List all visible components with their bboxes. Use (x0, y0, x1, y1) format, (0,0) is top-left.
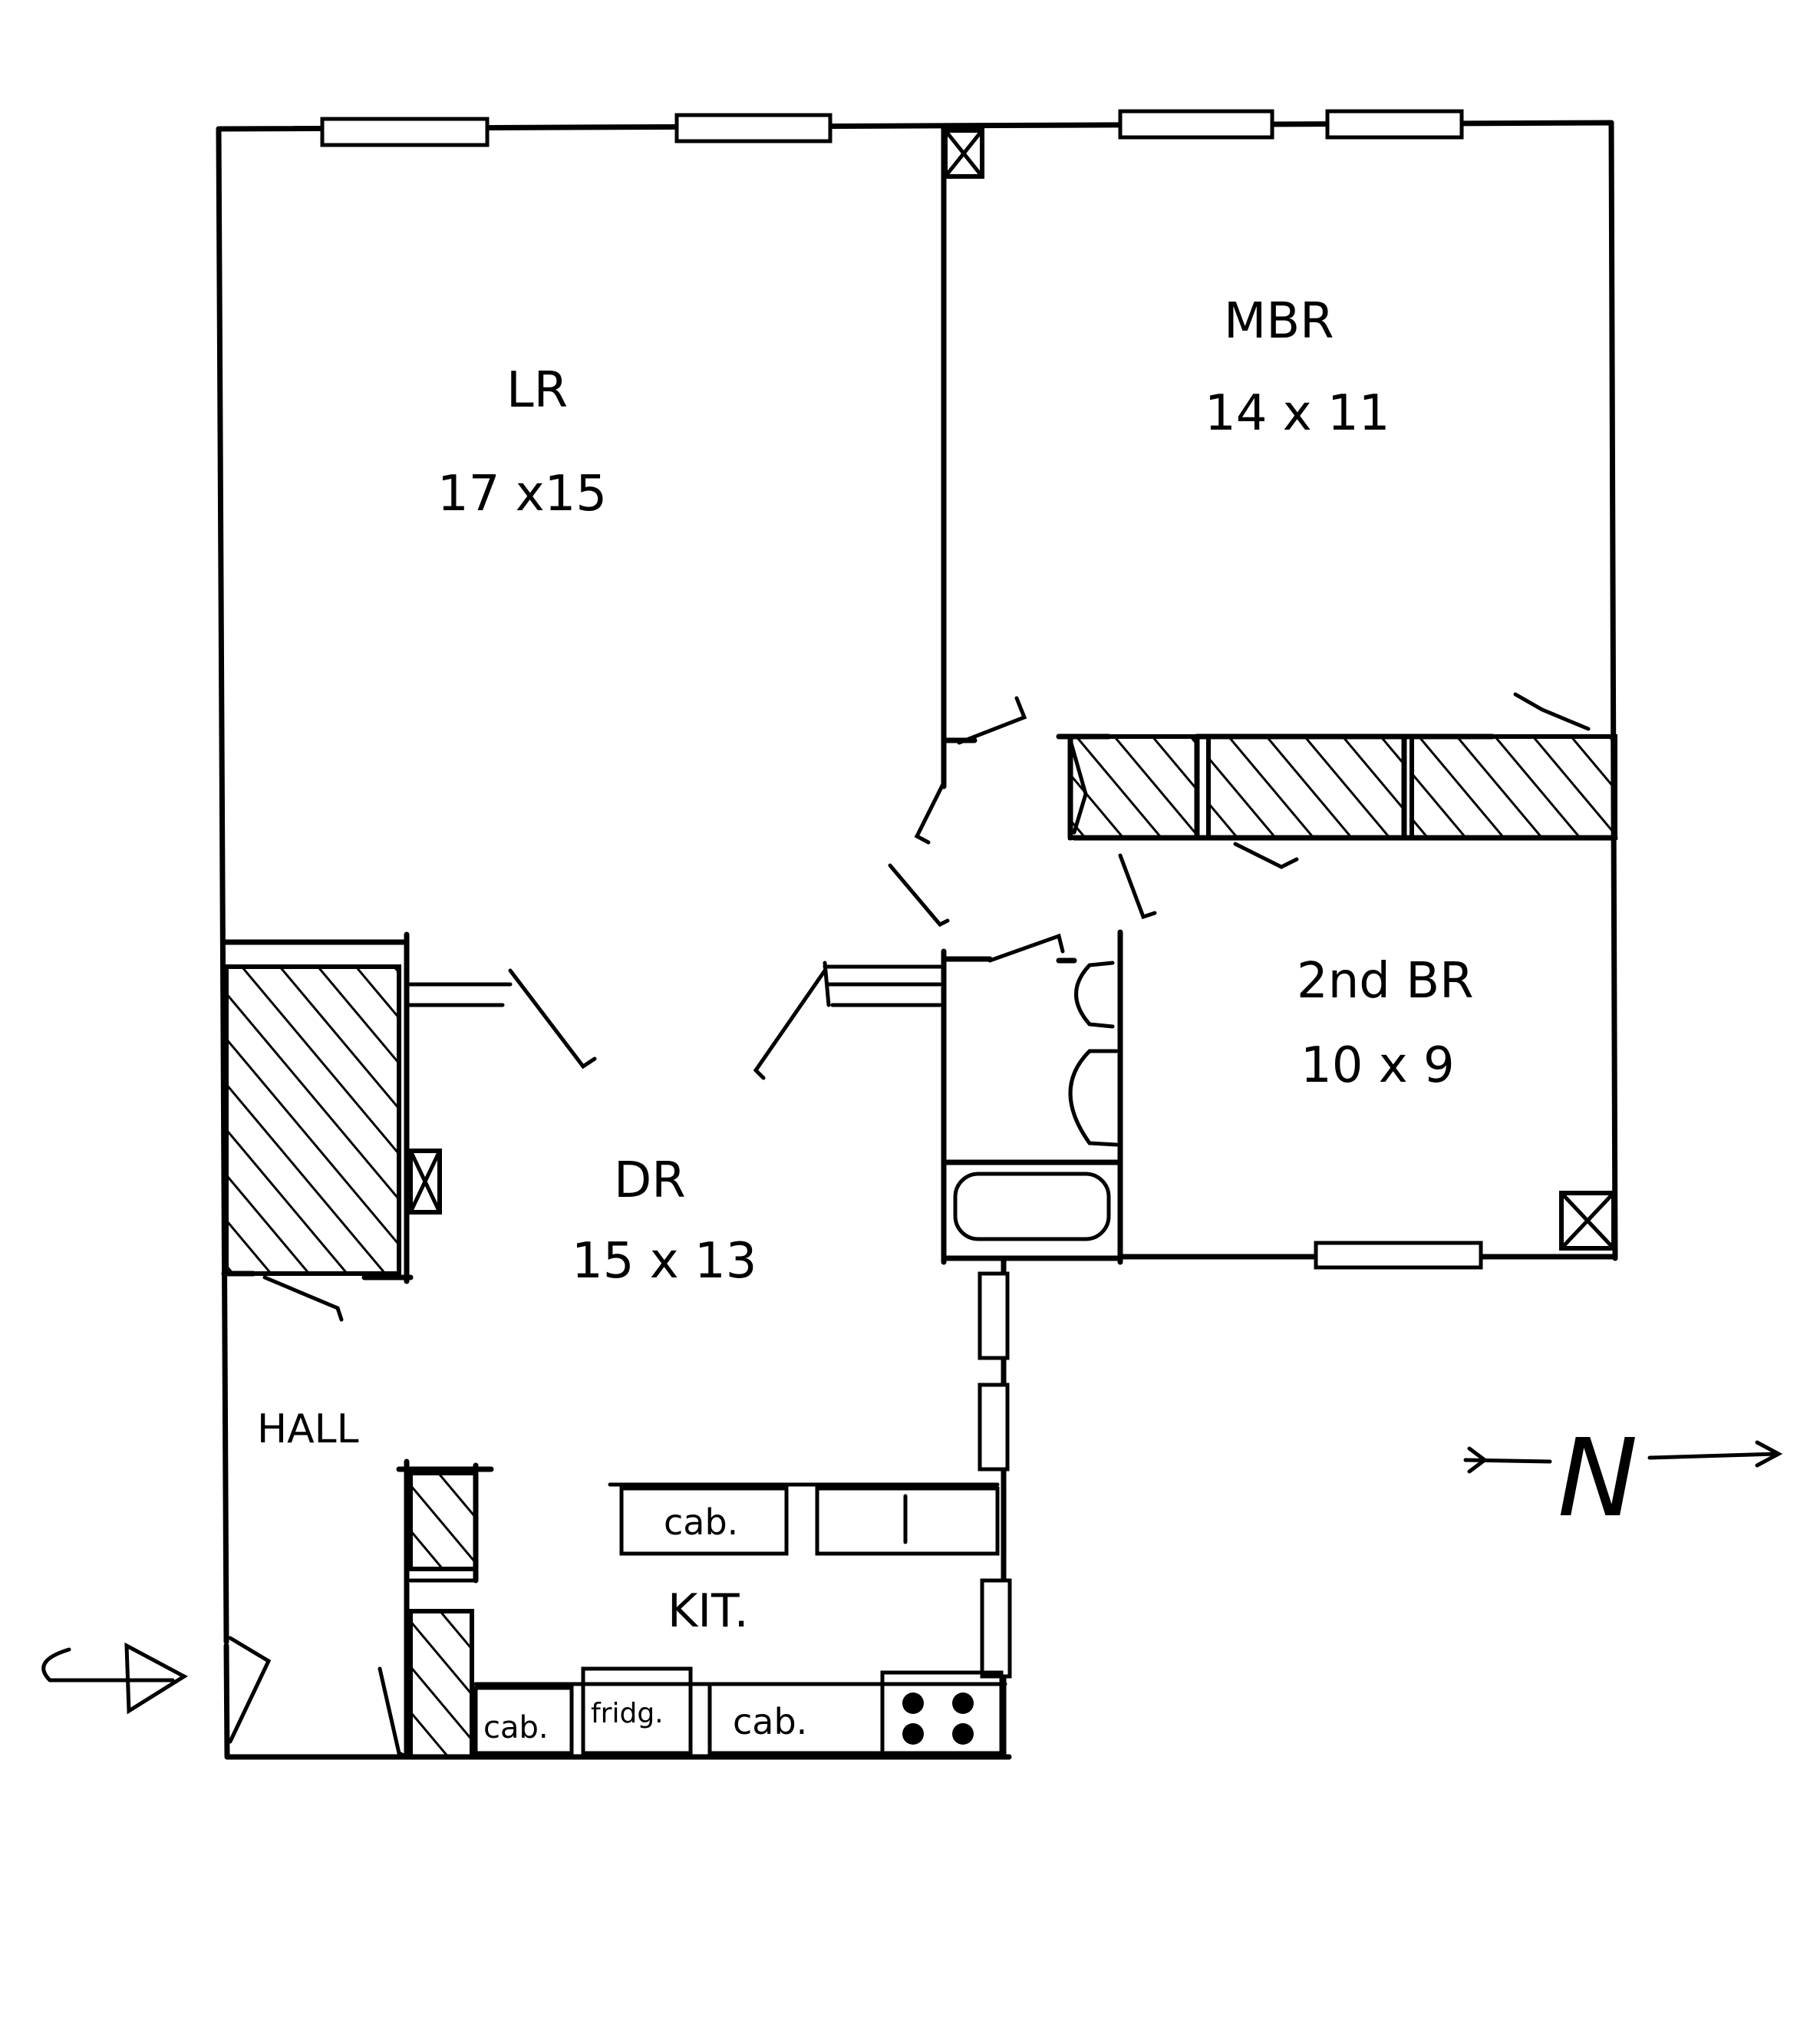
door-swing (987, 933, 1065, 963)
door-swing (508, 968, 597, 1070)
closet-mbr-3 (1410, 734, 1617, 840)
burner (952, 1692, 974, 1714)
room-name-dr: DR (614, 1152, 686, 1209)
interior-walls (221, 124, 1618, 1284)
vent-box (408, 1149, 442, 1215)
door-swing (262, 1275, 344, 1322)
entry-arrow (41, 1642, 188, 1715)
room-name-lr: LR (506, 362, 568, 419)
storage-areas (224, 734, 1617, 1760)
toilet (1068, 1049, 1119, 1147)
room-size-mbr: 14 x 11 (1205, 385, 1390, 442)
closet-hall (224, 964, 401, 1276)
room-labels: LR 17 x15 MBR 14 x 11 2nd BR 10 x 9 DR 1… (257, 293, 1474, 1745)
label-cab-lower-right: cab. (733, 1701, 807, 1742)
burner (952, 1723, 974, 1745)
label-cab-lower-left: cab. (483, 1710, 549, 1745)
room-size-lr: 17 x15 (437, 466, 607, 522)
door-swing (1233, 842, 1299, 869)
room-size-dr: 15 x 13 (572, 1233, 757, 1290)
window (674, 113, 833, 143)
upper-cabinet (619, 1486, 789, 1556)
burner (902, 1692, 924, 1714)
door-swing (888, 863, 950, 928)
window (1325, 109, 1464, 140)
bathroom-fixtures (941, 961, 1123, 1261)
label-cab-upper: cab. (664, 1501, 738, 1543)
room-name-kit: KIT. (668, 1584, 749, 1638)
closet-mbr-2 (1206, 734, 1406, 840)
vent-boxes (408, 128, 1616, 1251)
window (980, 1578, 1012, 1679)
window (320, 117, 490, 147)
pantry-lower (408, 1609, 474, 1759)
upper-counter (815, 1486, 1000, 1556)
door-swing (753, 968, 827, 1080)
lower-cabinet-left (473, 1686, 574, 1755)
bathtub (941, 1160, 1123, 1261)
north-label: N (1558, 1416, 1638, 1541)
stove (880, 1670, 1004, 1755)
door-swing (1068, 738, 1088, 835)
pantry-upper (408, 1471, 478, 1571)
door-swing (1513, 692, 1591, 731)
room-name-2nd-br: 2nd BR (1297, 953, 1474, 1010)
door-swing (914, 780, 946, 845)
north-arrow: N (1463, 1416, 1783, 1541)
door-swing (228, 1636, 272, 1744)
door-swing (378, 1666, 409, 1759)
burner (902, 1723, 924, 1745)
doors (228, 692, 1591, 1759)
windows (320, 109, 1483, 1679)
door-swing (957, 696, 1027, 745)
vent-box (1559, 1191, 1616, 1251)
window (1314, 1241, 1483, 1270)
window (978, 1271, 1010, 1360)
room-size-2nd-br: 10 x 9 (1301, 1037, 1455, 1094)
vent-box (943, 128, 984, 179)
room-name-mbr: MBR (1224, 293, 1334, 350)
fridge (581, 1666, 693, 1755)
sink (1074, 961, 1115, 1029)
window (978, 1383, 1010, 1472)
door-swing (1118, 853, 1157, 920)
label-fridge: fridg. (591, 1698, 664, 1729)
window (1118, 109, 1274, 140)
closet-mbr-1 (1068, 734, 1199, 840)
kitchen-fixtures (473, 1482, 1007, 1755)
room-name-hall: HALL (257, 1406, 359, 1452)
